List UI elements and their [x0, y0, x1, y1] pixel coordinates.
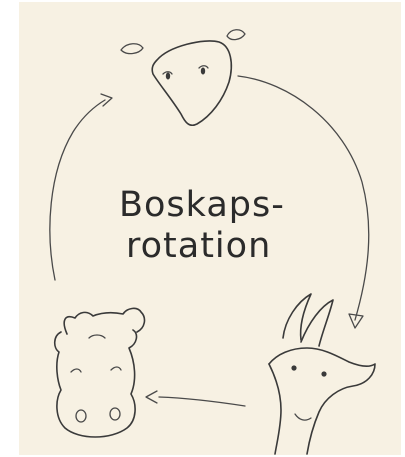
cow-head-icon: [55, 308, 145, 437]
diagram-canvas: Boskaps- rotation: [19, 2, 401, 455]
title-line-2: rotation: [59, 226, 271, 266]
title-line-1: Boskaps-: [59, 185, 285, 225]
arrow-goat-to-cow: [146, 391, 245, 406]
goat-head-icon: [269, 294, 375, 454]
sheep-head-icon: [121, 30, 245, 126]
